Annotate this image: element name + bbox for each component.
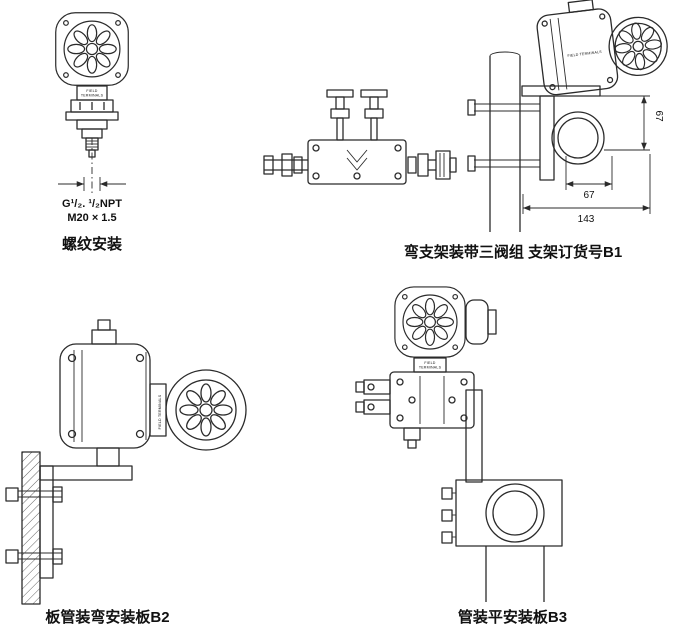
transmitter-three-quarter-view: FIELD TERMINALS — [536, 0, 668, 96]
panel-bolt — [5, 486, 63, 503]
transmitter-label: FIELD TERMINALS — [158, 394, 162, 429]
caption-threaded-mount: 螺纹安装 — [61, 236, 122, 253]
caption-bracket-b1: 弯支架装带三阀组 支架订货号B1 — [403, 244, 623, 261]
dim-total-label: 143 — [578, 214, 595, 225]
three-valve-manifold-drawing — [263, 89, 457, 185]
thread-dimension-lines — [58, 177, 126, 191]
caption-plate-b2: 板管装弯安装板B2 — [45, 609, 170, 626]
thread-spec-line1: G¹/₂. ¹/₂NPT — [62, 198, 122, 210]
dim-offset-label: 67 — [583, 190, 595, 201]
transmitter-label: FIELD TERMINALS — [567, 50, 602, 58]
transmitter-label: FIELD — [424, 361, 435, 365]
panel-mount-b2-drawing: FIELD TERMINALS — [5, 319, 246, 605]
caption-plate-b3: 管装平安装板B3 — [457, 609, 568, 626]
threaded-mount-drawing: FIELD TERMINALS G¹/₂. ¹/₂NPT M20 × 1.5 — [56, 13, 129, 224]
panel-bolt — [5, 548, 63, 565]
transmitter-label: FIELD — [86, 89, 97, 93]
transmitter-label: TERMINALS — [419, 366, 442, 370]
thread-spec-line2: M20 × 1.5 — [67, 212, 116, 224]
dim-height-label: 67 — [653, 110, 664, 122]
pipe-mount-b3-drawing: FIELD TERMINALS — [355, 287, 563, 602]
transmitter-label: TERMINALS — [81, 94, 104, 98]
bent-bracket-b1-drawing: FIELD TERMINALS 67 67 143 — [467, 0, 668, 232]
b1-dimension-lines: 67 67 143 — [522, 95, 664, 225]
